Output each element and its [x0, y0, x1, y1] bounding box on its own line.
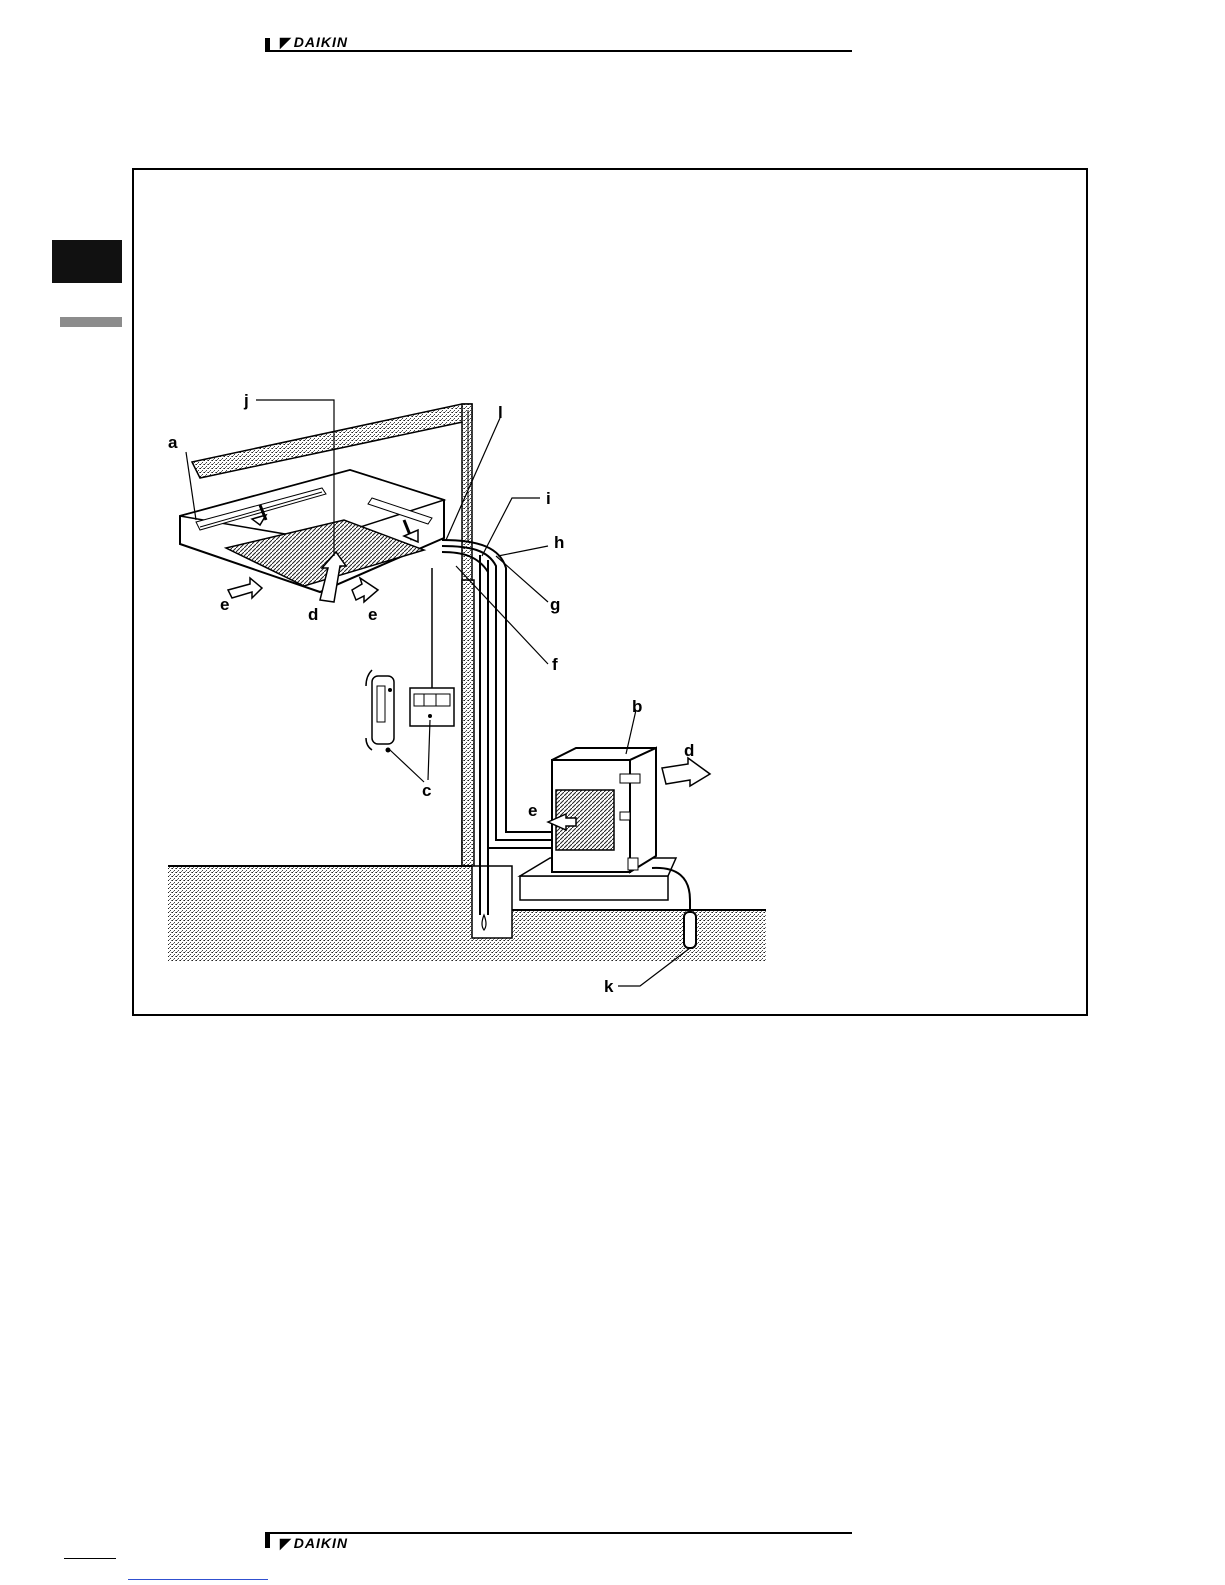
wall: [462, 404, 474, 870]
page-link-underline[interactable]: [128, 1579, 268, 1580]
label-h: h: [554, 533, 564, 552]
label-f: f: [552, 655, 558, 674]
daikin-logo-icon: ◤: [280, 1535, 292, 1552]
water-drop-icon: [482, 915, 486, 930]
label-k: k: [604, 977, 614, 996]
footer-rule: [265, 1532, 852, 1534]
label-d2: d: [684, 741, 694, 760]
indoor-unit: [180, 470, 444, 592]
ceiling-slab: [192, 404, 472, 478]
refrigerant-piping: [442, 540, 555, 848]
footer-left-rule: [64, 1558, 116, 1559]
remote-control-icon: [366, 670, 394, 753]
label-i: i: [546, 489, 551, 508]
wall-controller-icon: [410, 688, 454, 726]
label-c: c: [422, 781, 431, 800]
intake-arrow-icon: [662, 758, 710, 786]
outlet-arrow-icon: [228, 578, 262, 598]
footer-accent-bar: [265, 1534, 270, 1548]
outlet-arrow-icon: [352, 578, 378, 602]
label-g: g: [550, 595, 560, 614]
label-b: b: [632, 697, 642, 716]
label-e1: e: [220, 595, 229, 614]
label-e2: e: [368, 605, 377, 624]
ground: [168, 866, 766, 962]
label-l: l: [498, 403, 503, 422]
footer-brand-logo: ◤DAIKIN: [280, 1535, 348, 1552]
footer-brand-text: DAIKIN: [294, 1535, 348, 1551]
label-e3: e: [528, 801, 537, 820]
label-d1: d: [308, 605, 318, 624]
label-a: a: [168, 433, 178, 452]
label-j: j: [243, 391, 249, 410]
